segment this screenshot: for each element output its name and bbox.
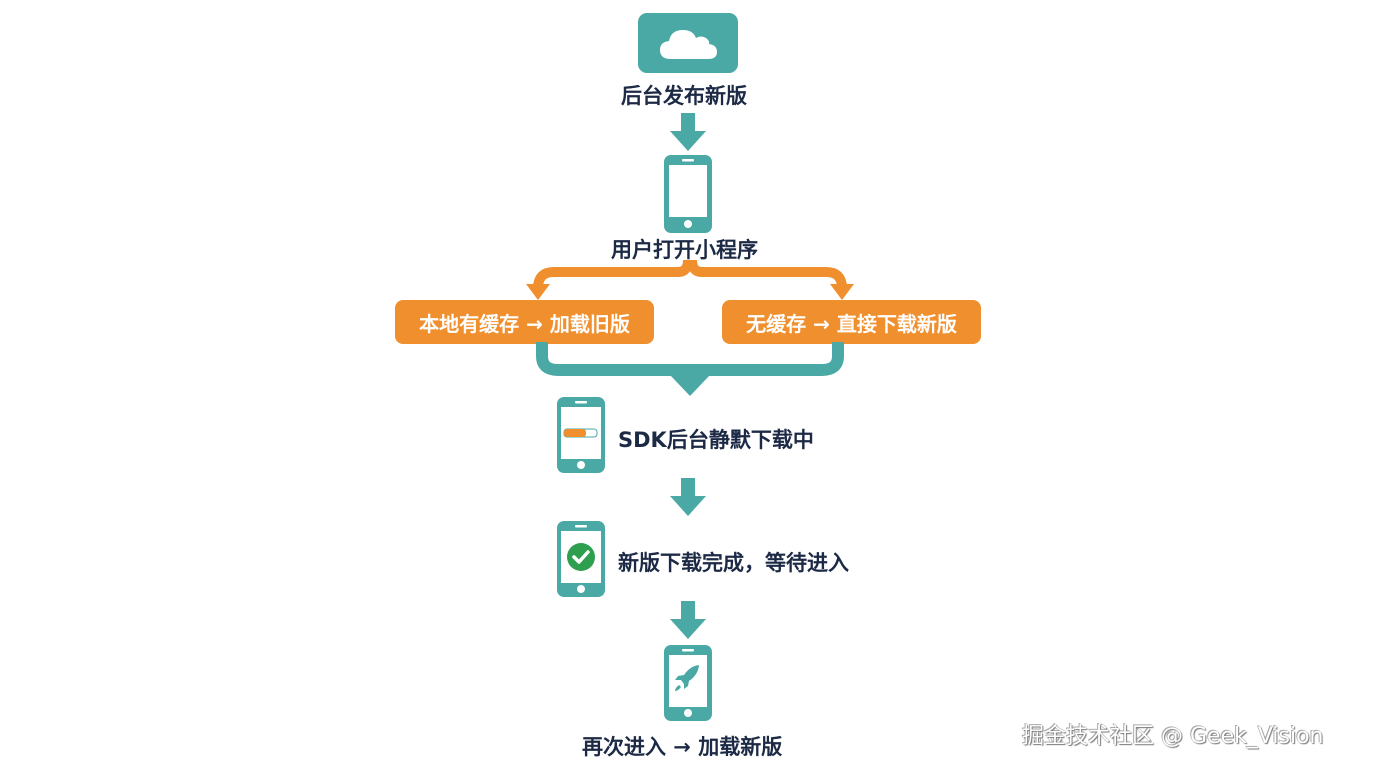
phone-check-icon xyxy=(557,521,605,597)
step-label-publish: 后台发布新版 xyxy=(621,84,747,108)
cloud-icon xyxy=(660,30,717,59)
phone-icon xyxy=(664,155,712,233)
split-connector xyxy=(526,259,854,300)
cloud-box xyxy=(638,13,738,73)
arrow-down-icon xyxy=(670,478,706,516)
watermark: 掘金技术社区 @ Geek_Vision xyxy=(1022,724,1324,749)
step-label-open: 用户打开小程序 xyxy=(611,238,758,262)
phone-rocket-icon xyxy=(664,645,712,721)
branch-cached: 本地有缓存 → 加载旧版 xyxy=(395,300,654,344)
phone-progress-icon xyxy=(557,397,605,473)
step-label-completed: 新版下载完成，等待进入 xyxy=(618,551,849,575)
arrow-down-icon xyxy=(670,113,706,151)
arrow-down-icon xyxy=(670,601,706,639)
step-label-downloading: SDK后台静默下载中 xyxy=(618,428,814,452)
merge-connector xyxy=(536,342,844,396)
branch-no-cache: 无缓存 → 直接下载新版 xyxy=(722,300,981,344)
step-label-reenter: 再次进入 → 加载新版 xyxy=(582,735,783,759)
